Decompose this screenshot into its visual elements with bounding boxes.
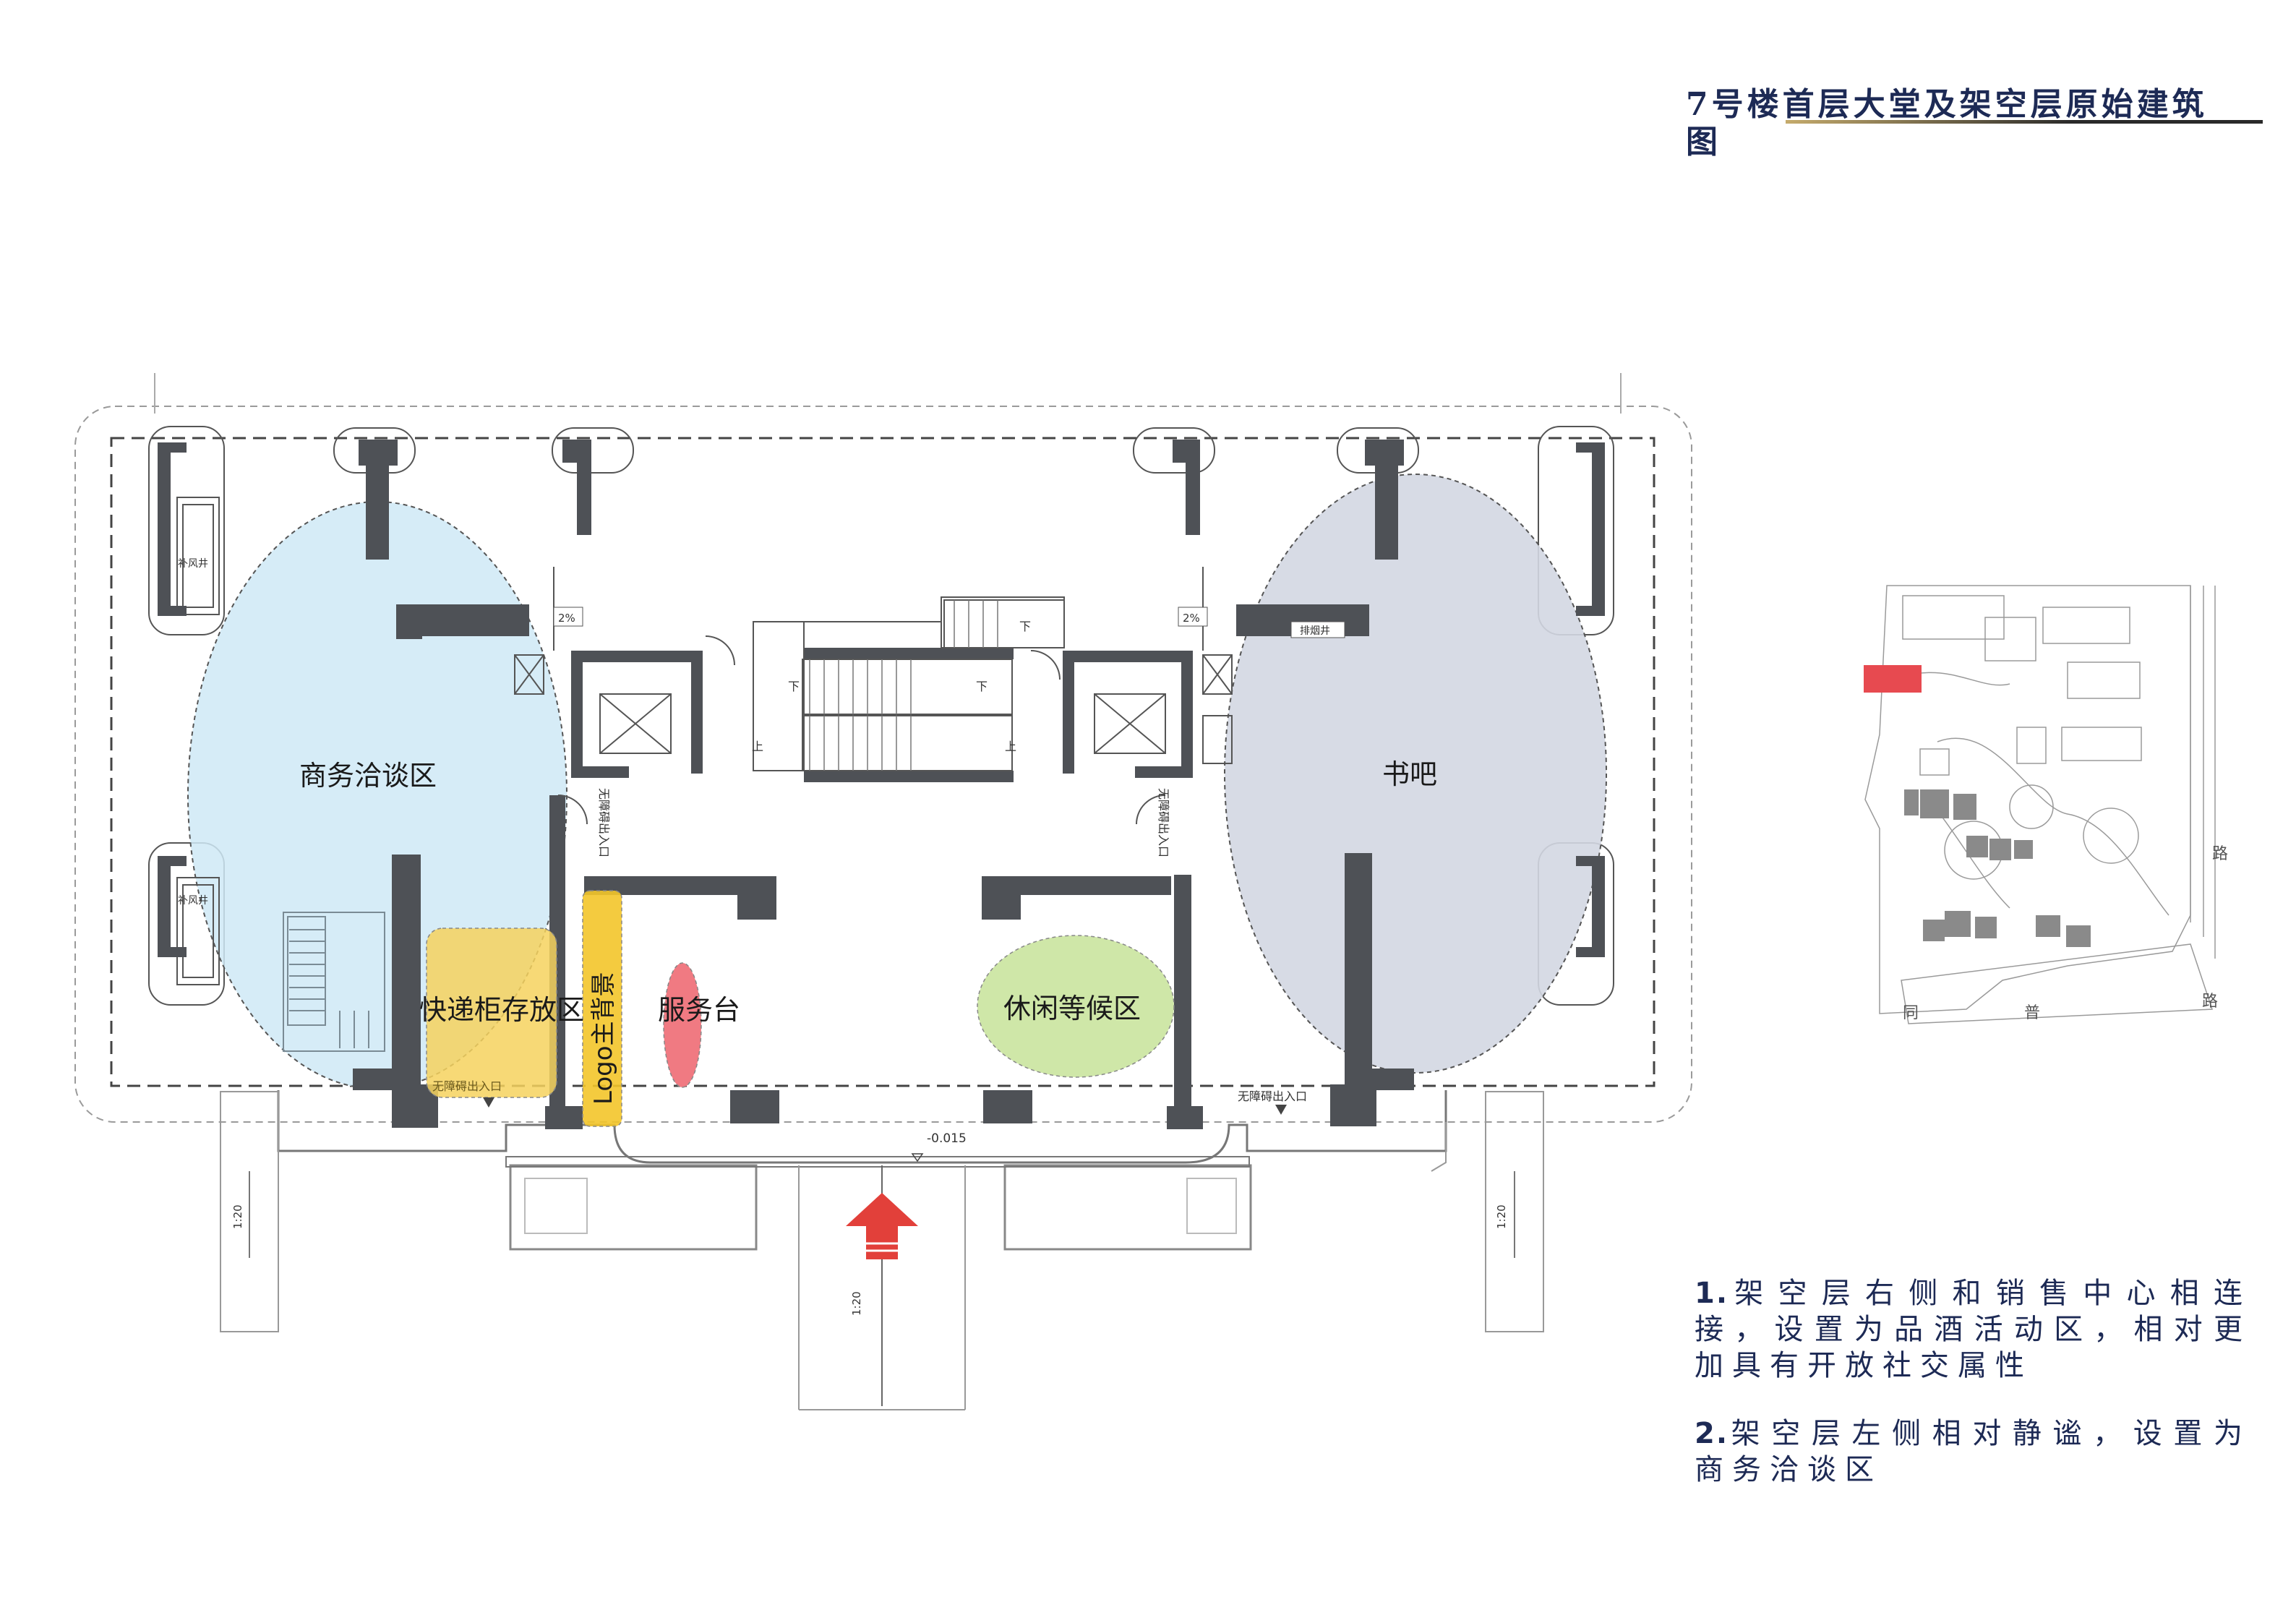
note-2: 2.架空层左侧相对静谧，设置为商务洽谈区 (1695, 1416, 2251, 1488)
service-desk-label: 服务台 (658, 994, 740, 1026)
site-road-label-lower-right: 路 (2202, 993, 2218, 1011)
note-2-number: 2. (1695, 1417, 1729, 1450)
note-2-text: 架空层左侧相对静谧，设置为商务洽谈区 (1695, 1417, 2251, 1486)
smoke-shaft-label: 排烟井 (1300, 625, 1330, 637)
site-outline (74, 406, 1692, 1123)
elevation-label: -0.015 (927, 1131, 967, 1146)
page-title: 7号楼首层大堂及架空层原始建筑 (1686, 86, 2208, 123)
stair-down-label-1: 下 (788, 680, 800, 693)
site-key-plan: 路 路 同 普 (1864, 585, 2228, 1024)
title-underline (1786, 120, 2263, 124)
stair-up-label-1: 上 (752, 740, 763, 753)
ramp-label-center: 1:20 (850, 1291, 863, 1316)
note-1-text: 架空层右侧和销售中心相连接，设置为品酒活动区，相对更加具有开放社交属性 (1695, 1277, 2251, 1382)
stair-down-label-3: 下 (1019, 620, 1031, 633)
ramp-label-left: 1:20 (231, 1204, 244, 1229)
accessible-entry-label-right: 无障碍出入口 (1238, 1089, 1307, 1103)
business-zone-label: 商务洽谈区 (299, 760, 437, 792)
parcel-zone-label: 快递柜存放区 (419, 994, 584, 1026)
accessible-entry-label-left: 无障碍出入口 (432, 1079, 502, 1093)
site-road-label-bottom-2: 普 (2024, 1004, 2040, 1022)
logo-wall-label: Logo主背景 (589, 972, 618, 1105)
structural-columns (158, 440, 1605, 1129)
accessible-entry-label-lobby-left: 无障碍出入口 (597, 788, 611, 857)
stair-down-label-2: 下 (976, 680, 988, 693)
service-desk-ellipse (663, 962, 702, 1088)
stair-up-label-2: 上 (1005, 740, 1016, 753)
note-1: 1.架空层右侧和销售中心相连接，设置为品酒活动区，相对更加具有开放社交属性 (1695, 1275, 2251, 1384)
note-1-number: 1. (1695, 1277, 1729, 1310)
book-bar-label: 书吧 (1382, 758, 1437, 790)
logo-wall-zone (582, 890, 622, 1127)
building-7-highlight (1864, 665, 1922, 693)
page-title-continued: 图 (1686, 124, 1718, 160)
site-road-label-right: 路 (2212, 845, 2228, 863)
air-shaft-label-bottom: 补风井 (178, 895, 208, 907)
building-outline (110, 437, 1655, 1087)
site-road-label-bottom-1: 同 (1903, 1004, 1919, 1022)
air-shaft-label-top: 补风井 (178, 558, 208, 570)
lounge-zone-label: 休闲等候区 (1003, 993, 1141, 1024)
main-entrance-arrow (846, 1193, 918, 1259)
ramp-label-right: 1:20 (1495, 1204, 1508, 1229)
slope-label-right: 2% (1183, 612, 1200, 625)
accessible-entry-label-lobby-right: 无障碍出入口 (1157, 788, 1170, 857)
lounge-zone-ellipse (977, 935, 1175, 1078)
slope-label-left: 2% (558, 612, 575, 625)
